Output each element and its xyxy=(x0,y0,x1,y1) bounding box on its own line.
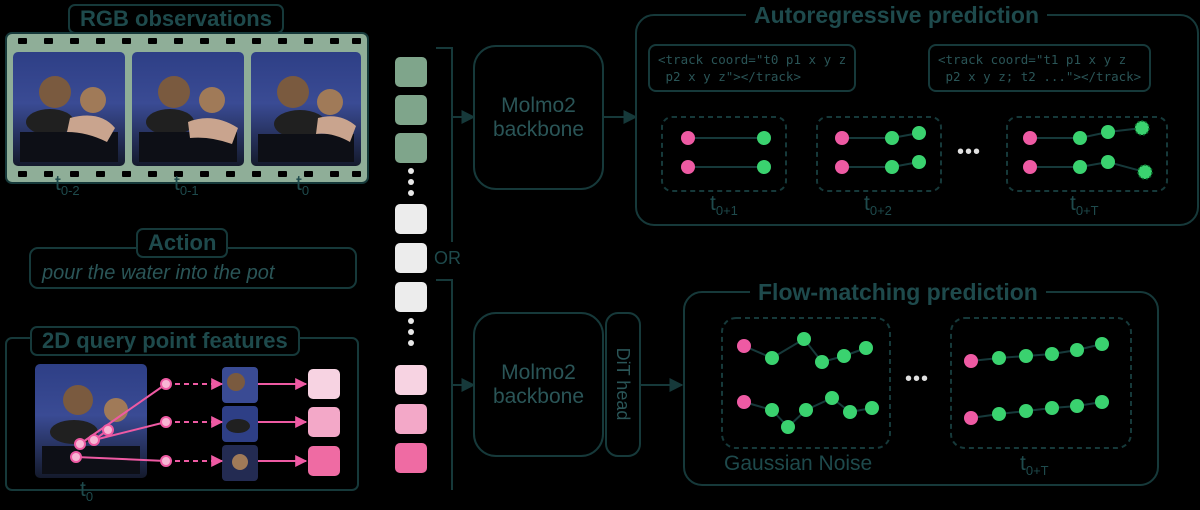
token-column xyxy=(395,57,427,473)
ar-backbone-box xyxy=(473,45,604,190)
query-frame-image xyxy=(35,364,147,478)
frame-label-2: t0-1 xyxy=(174,172,199,199)
track-point-dot xyxy=(757,131,771,145)
ar-title: Autoregressive prediction xyxy=(746,3,1048,27)
token-visual-3 xyxy=(395,133,427,163)
video-frame-1 xyxy=(13,52,125,166)
token-point-1 xyxy=(395,365,427,395)
token-point-3 xyxy=(395,443,427,473)
fm-dit-head-label: DiT head xyxy=(613,347,633,421)
token-point-2 xyxy=(395,404,427,434)
rgb-title: RGB observations xyxy=(68,4,284,34)
ar-step-1 xyxy=(661,116,787,192)
fm-step-label: t0+T xyxy=(1020,452,1049,479)
query-feature-3 xyxy=(308,446,340,476)
token-ellipsis-2 xyxy=(408,318,414,346)
frame-label-3: t0 xyxy=(296,172,310,199)
or-label: OR xyxy=(434,248,461,268)
fm-ellipsis: ••• xyxy=(905,368,930,390)
query-point-dot xyxy=(681,131,695,145)
fm-dit-head-box xyxy=(605,312,641,457)
fm-noise-label: Gaussian Noise xyxy=(724,452,873,475)
token-visual-2 xyxy=(395,95,427,125)
ar-step-label-3: t0+T xyxy=(1070,192,1099,219)
frame-label-1: t0-2 xyxy=(55,172,80,199)
fm-backbone-label: Molmo2 backbone xyxy=(492,361,585,408)
ar-code-input: <track coord="t0 p1 x y z p2 x y z"></tr… xyxy=(648,44,857,92)
token-ellipsis-1 xyxy=(408,168,414,196)
action-title: Action xyxy=(136,228,229,258)
ar-step-label-1: t0+1 xyxy=(710,192,738,219)
token-text-2 xyxy=(395,243,427,273)
video-frame-3 xyxy=(251,52,361,166)
fm-backbone-box xyxy=(473,312,604,457)
query-feature-2 xyxy=(308,407,340,437)
ar-step-2 xyxy=(816,116,942,192)
ar-backbone-label: Molmo2 backbone xyxy=(492,94,585,141)
token-visual-1 xyxy=(395,57,427,87)
action-text: pour the water into the pot xyxy=(42,262,275,284)
track-point-dot xyxy=(757,160,771,174)
film-holes-top xyxy=(18,38,361,44)
film-holes-bottom xyxy=(18,171,361,177)
fm-result-group xyxy=(950,317,1132,449)
query-feature-1 xyxy=(308,369,340,399)
branch-connectors xyxy=(436,47,926,490)
query-frame-label: t0 xyxy=(80,478,94,505)
ar-ellipsis: ••• xyxy=(957,141,982,163)
video-frame-2 xyxy=(132,52,244,166)
ar-step-label-2: t0+2 xyxy=(864,192,892,219)
query-dots xyxy=(70,378,172,467)
query-title: 2D query point features xyxy=(30,326,300,356)
token-text-1 xyxy=(395,204,427,234)
query-crops xyxy=(222,367,258,481)
fm-title: Flow-matching prediction xyxy=(750,280,1046,304)
query-point-dot xyxy=(681,160,695,174)
token-text-3 xyxy=(395,282,427,312)
query-connectors xyxy=(75,378,308,467)
fm-noise-group xyxy=(721,317,891,449)
ar-code-output: <track coord="t1 p1 x y z p2 x y z; t2 .… xyxy=(928,44,1152,92)
rgb-observations-group xyxy=(5,32,369,184)
ar-step-3 xyxy=(1006,116,1168,192)
